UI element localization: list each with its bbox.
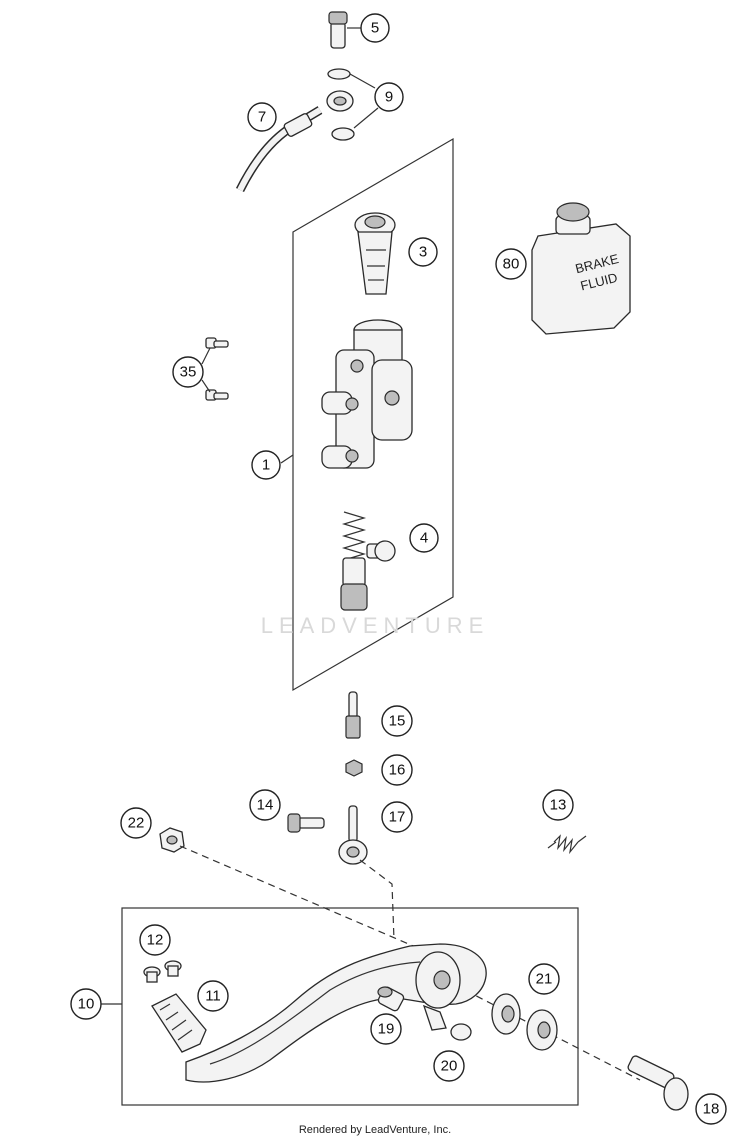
return-spring-part [547, 834, 587, 855]
svg-text:3: 3 [419, 244, 427, 261]
callout-80: 80 [495, 248, 527, 280]
callout-19: 19 [370, 1013, 402, 1045]
pivot-shaft-part [627, 1055, 689, 1111]
screw-lower-part [205, 389, 229, 401]
pedal-tip-screw-left-part [143, 966, 161, 983]
push-rod-part [345, 691, 361, 739]
pedal-tip-part [151, 993, 207, 1053]
svg-text:35: 35 [180, 364, 197, 381]
svg-text:4: 4 [420, 530, 428, 547]
svg-text:15: 15 [389, 713, 406, 730]
svg-text:13: 13 [550, 797, 567, 814]
assembly-line-nut-to-pedal [179, 845, 433, 955]
svg-text:22: 22 [128, 815, 145, 832]
watermark-text: LEADVENTURE [260, 613, 490, 638]
pedal-tip-screw-right-part [164, 960, 182, 977]
callout-22: 22 [120, 807, 152, 839]
svg-text:9: 9 [385, 89, 393, 106]
callout-35: 35 [172, 356, 204, 388]
lock-nut-part [159, 827, 185, 853]
brake-fluid-can-part: BRAKE FLUID [531, 202, 631, 335]
svg-text:17: 17 [389, 809, 406, 826]
master-cylinder-group-frame [292, 137, 454, 692]
callout-15: 15 [381, 705, 413, 737]
callout-4: 4 [409, 523, 439, 553]
callout-10: 10 [70, 988, 102, 1020]
nut-part [345, 759, 363, 777]
callout-5: 5 [360, 13, 390, 43]
svg-text:5: 5 [371, 20, 379, 37]
leader-35-upper [201, 347, 211, 365]
callout-21: 21 [528, 963, 560, 995]
screw-upper-part [205, 337, 229, 349]
svg-text:1: 1 [262, 457, 270, 474]
banjo-bolt-part [328, 11, 348, 49]
bushing-part [377, 986, 405, 1012]
svg-text:19: 19 [378, 1021, 395, 1038]
svg-text:11: 11 [205, 988, 221, 1005]
assembly-line-clevis-to-pedal [359, 859, 395, 941]
washer-upper-part [327, 68, 351, 80]
brake-line-part [235, 90, 354, 193]
leader-35-lower [201, 379, 211, 393]
callout-14: 14 [249, 789, 281, 821]
brake-pedal-group-frame [121, 907, 579, 1106]
callout-9: 9 [374, 82, 404, 112]
svg-text:7: 7 [258, 109, 266, 126]
callout-16: 16 [381, 754, 413, 786]
brake-pedal-part [185, 943, 487, 1083]
bearing-left-part [491, 993, 521, 1035]
washer-lower-part [331, 127, 355, 141]
svg-text:12: 12 [147, 932, 164, 949]
svg-text:16: 16 [389, 762, 406, 779]
callout-12: 12 [139, 924, 171, 956]
callout-17: 17 [381, 801, 413, 833]
svg-text:80: 80 [503, 256, 520, 273]
bolt-part [287, 813, 325, 833]
leader-9-upper [349, 73, 376, 89]
svg-text:18: 18 [703, 1101, 720, 1118]
callout-18: 18 [695, 1093, 727, 1125]
callout-11: 11 [197, 980, 229, 1012]
callout-1: 1 [251, 450, 281, 480]
assembly-line-shaft [454, 984, 641, 1081]
callout-20: 20 [433, 1050, 465, 1082]
svg-text:10: 10 [78, 996, 95, 1013]
master-cylinder-body-part [321, 319, 413, 469]
clevis-part [338, 805, 368, 865]
leader-1 [280, 454, 294, 464]
callout-13: 13 [542, 789, 574, 821]
piston-kit-part [340, 511, 396, 611]
svg-text:14: 14 [257, 797, 274, 814]
o-ring-part [450, 1023, 472, 1041]
svg-text:20: 20 [441, 1058, 458, 1075]
footer-credit: Rendered by LeadVenture, Inc. [298, 1124, 452, 1136]
callout-7: 7 [247, 102, 277, 132]
svg-text:21: 21 [536, 971, 553, 988]
leader-9-lower [353, 107, 379, 129]
callout-3: 3 [408, 237, 438, 267]
reservoir-connector-part [354, 212, 396, 295]
bearing-right-part [526, 1009, 558, 1051]
